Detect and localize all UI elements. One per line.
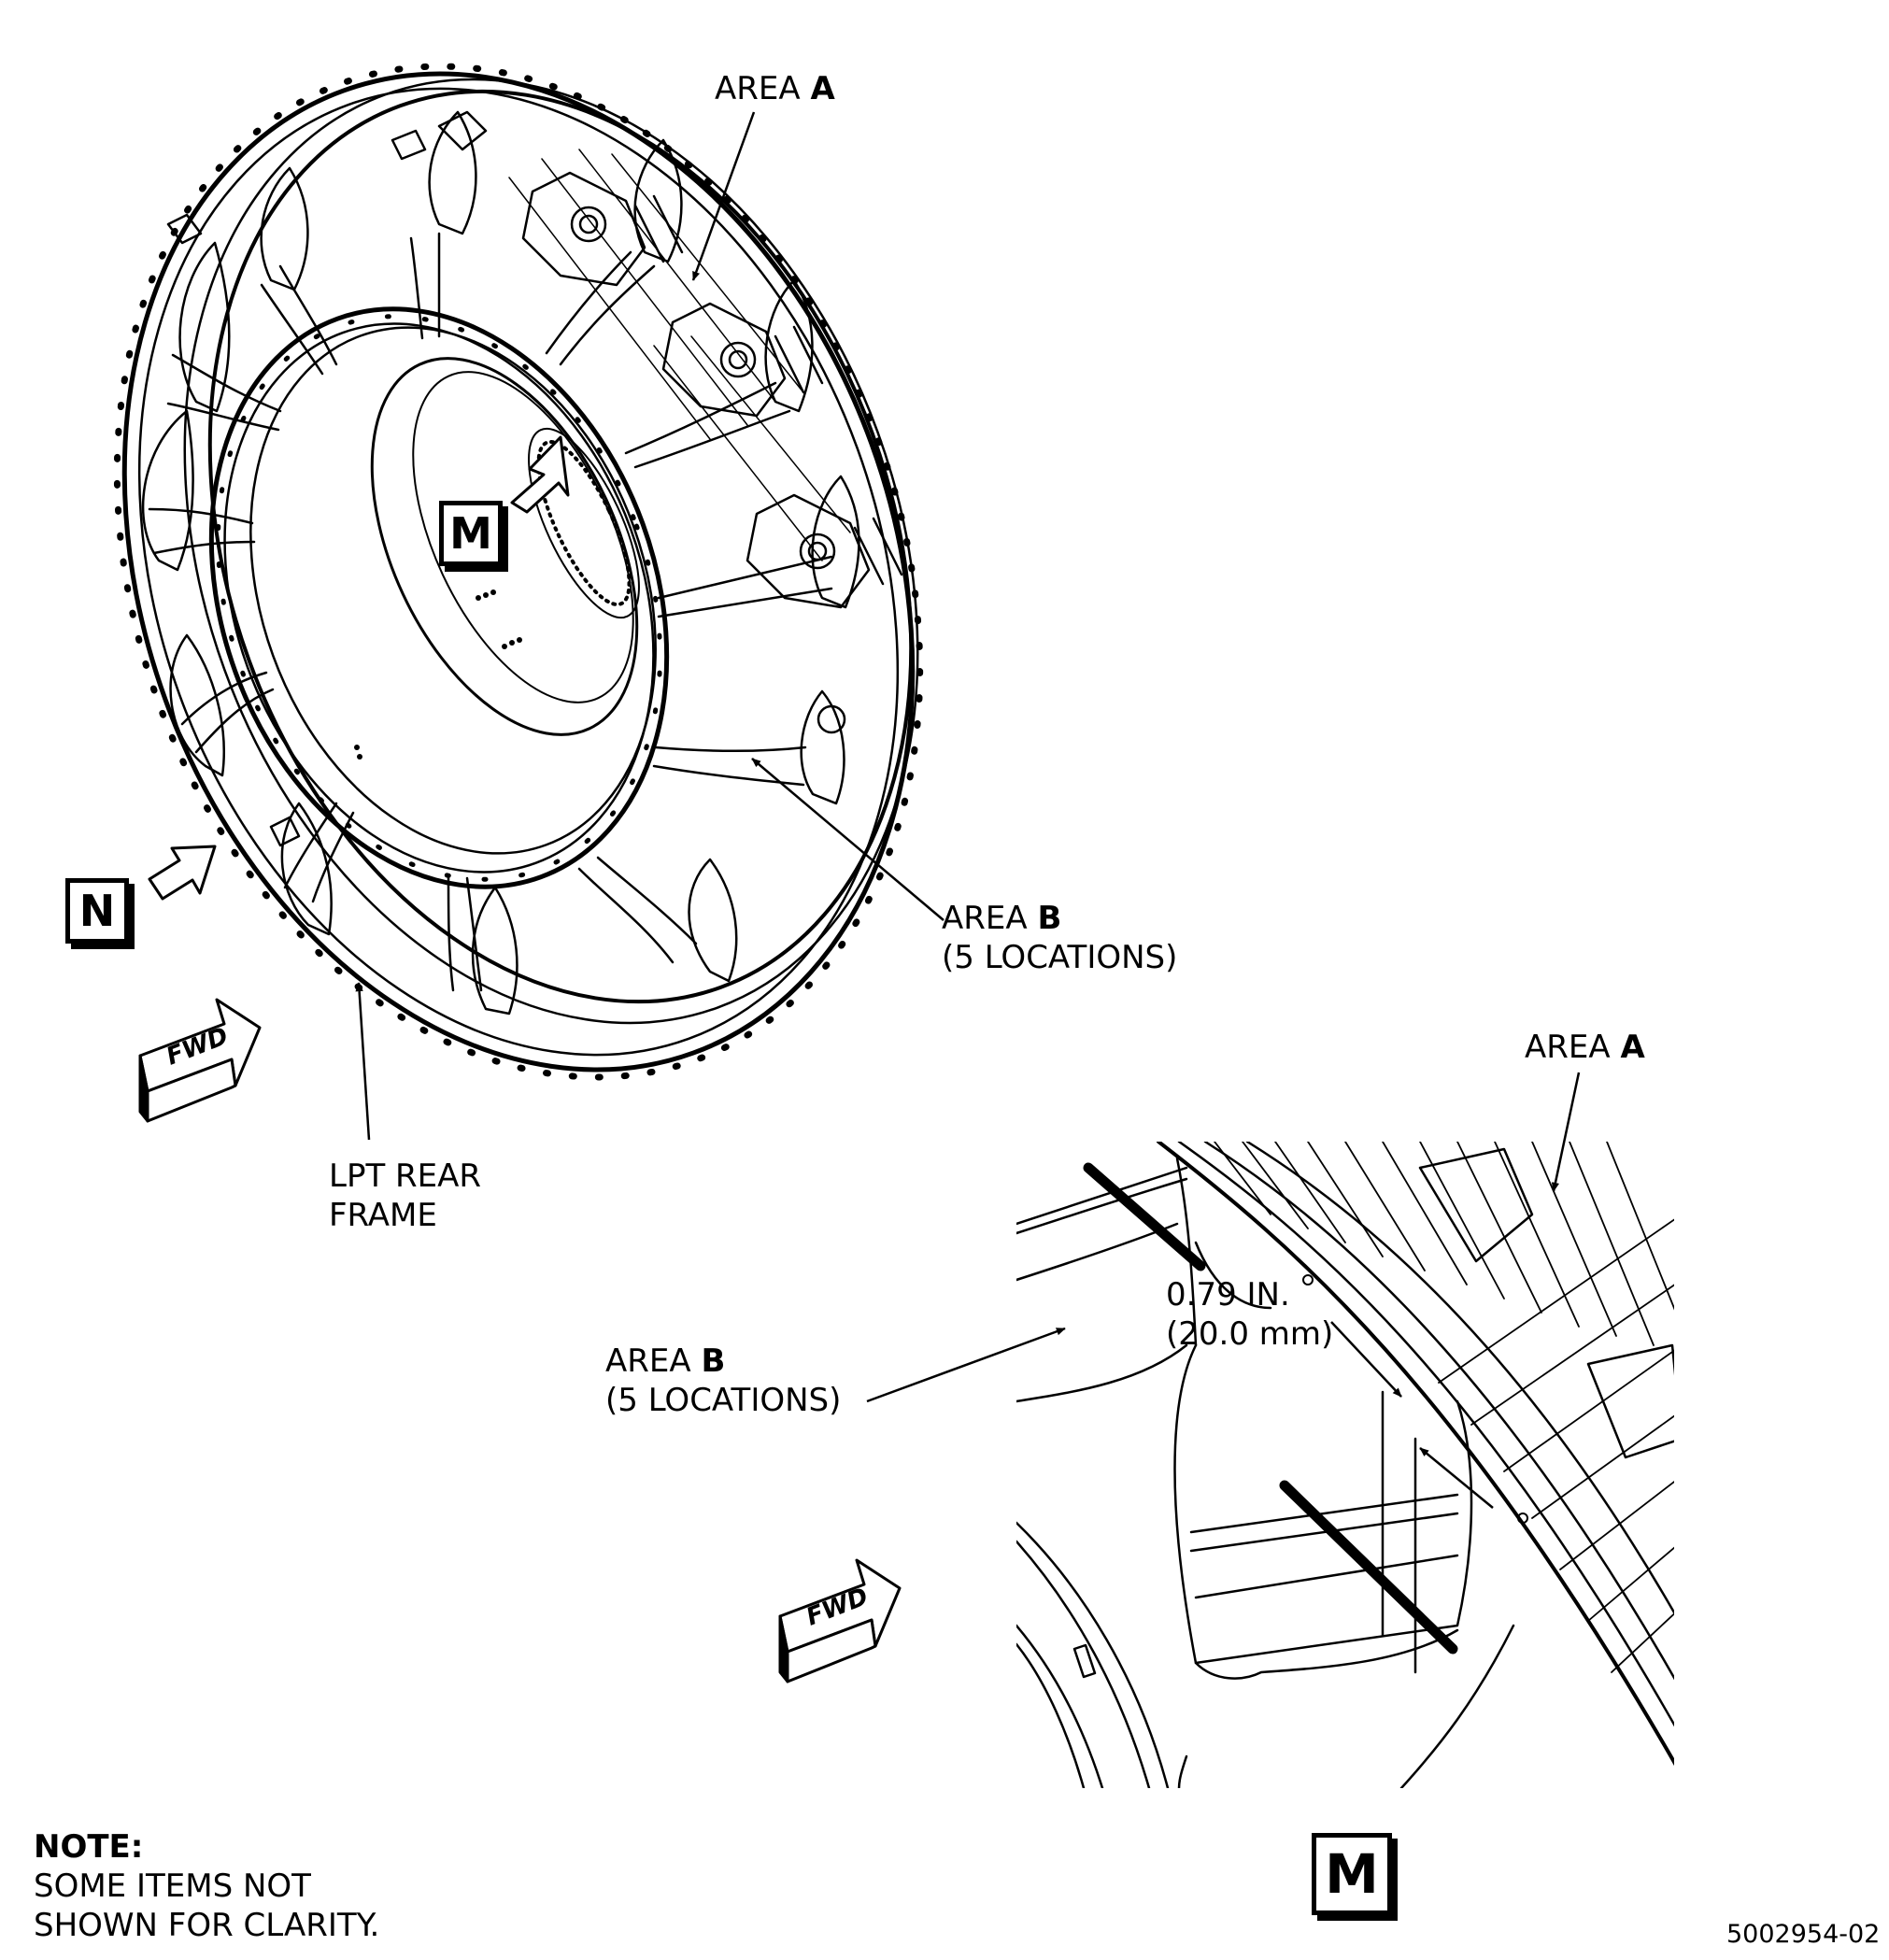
detail-view-leaders [866,1072,1581,1509]
note-line2: SHOWN FOR CLARITY. [34,1907,380,1944]
area-a-detail-letter: A [1620,1029,1645,1066]
view-n-box: N [65,878,129,944]
view-arrow-m-icon [510,435,570,514]
note-line1: SOME ITEMS NOT [34,1868,311,1905]
lpt-rear-frame-drawing [113,63,924,1081]
detail-view-m-drawing [1016,1142,1674,1788]
lpt-label-line2: FRAME [329,1197,437,1234]
area-a-main-letter: A [810,70,835,107]
dimension-millimeters: (20.0 mm) [1166,1315,1334,1353]
note-block: NOTE: SOME ITEMS NOT SHOWN FOR CLARITY. [34,1827,379,1945]
area-b-main-prefix: AREA [942,900,1038,937]
figure-id: 5002954-02 [1726,1920,1881,1949]
area-b-detail-locations: (5 LOCATIONS) [605,1382,842,1419]
area-b-main-label: AREA B (5 LOCATIONS) [942,899,1177,977]
view-arrow-n-icon [148,845,217,901]
area-a-detail-prefix: AREA [1525,1029,1621,1066]
dimension-inches: 0.79 IN. [1166,1276,1290,1314]
main-view-leaders [355,111,944,1141]
area-a-main-prefix: AREA [715,70,811,107]
note-heading: NOTE: [34,1828,144,1866]
fwd-arrow-detail-icon [778,1558,902,1683]
view-m-box-main: M [439,501,503,566]
area-b-detail-letter: B [701,1342,726,1380]
area-b-detail-label: AREA B (5 LOCATIONS) [605,1342,841,1420]
fwd-arrow-main-icon [138,998,262,1123]
area-a-main-label: AREA A [715,69,835,108]
view-m-box-detail: M [1312,1833,1392,1915]
area-b-detail-prefix: AREA [605,1342,702,1380]
lpt-rear-frame-label: LPT REAR FRAME [329,1157,481,1235]
area-b-main-letter: B [1037,900,1062,937]
area-a-detail-label: AREA A [1525,1028,1645,1067]
dimension-label: 0.79 IN. (20.0 mm) [1166,1275,1333,1354]
area-b-main-locations: (5 LOCATIONS) [942,939,1178,976]
lpt-label-line1: LPT REAR [329,1158,482,1195]
